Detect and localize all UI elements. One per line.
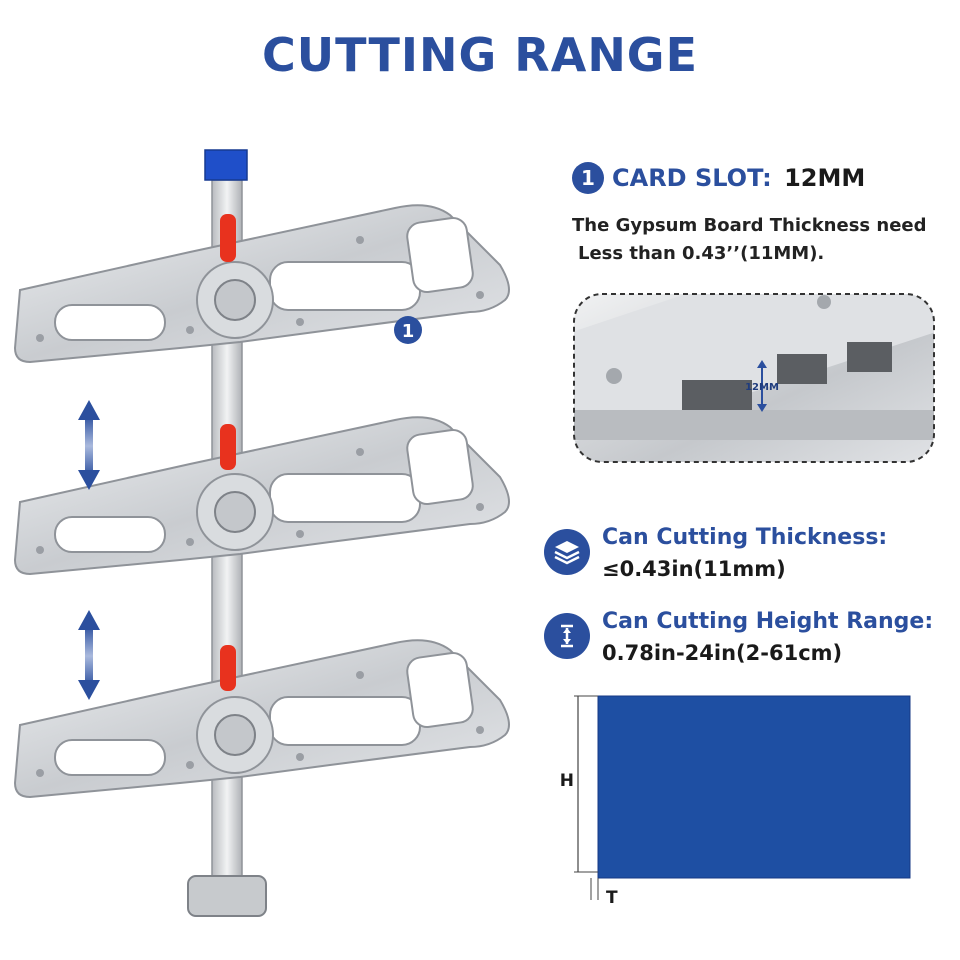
cutter-arm-top: [14, 204, 510, 363]
card-slot-closeup: 12MM: [573, 293, 935, 463]
card-slot-heading: 1 CARD SLOT: 12MM: [572, 162, 865, 194]
adjust-arrow-icon: [78, 610, 100, 700]
slot-measurement-label: 12MM: [745, 382, 779, 393]
page-title: CUTTING RANGE: [261, 28, 698, 82]
height-label: Can Cutting Height Range:: [602, 609, 934, 634]
description-line: The Gypsum Board Thickness need: [572, 215, 927, 236]
locking-handle-top: [220, 214, 236, 262]
number-badge: 1: [572, 162, 604, 194]
locking-handle-middle: [220, 424, 236, 470]
rail-end-cap: [204, 149, 248, 181]
card-slot-label: CARD SLOT:: [612, 164, 772, 192]
locking-handle-bottom: [220, 645, 236, 691]
thickness-dimension-label: T: [606, 888, 618, 908]
callout-badge: [394, 316, 422, 344]
adjust-arrow-icon: [78, 400, 100, 490]
height-range-icon: [544, 613, 590, 659]
drywall-cutter-illustration: 1: [14, 149, 510, 917]
layers-icon: [544, 529, 590, 575]
thickness-value: ≤0.43in(11mm): [602, 557, 786, 581]
callout-number: 1: [402, 321, 415, 342]
rail-base-clamp: [187, 875, 267, 917]
thickness-label: Can Cutting Thickness:: [602, 525, 888, 550]
gypsum-board: [597, 695, 911, 879]
height-dimension-label: H: [560, 771, 574, 791]
description-line: Less than 0.43’’(11MM).: [578, 243, 825, 264]
height-value: 0.78in-24in(2-61cm): [602, 641, 843, 665]
card-slot-description: The Gypsum Board Thickness need Less tha…: [572, 212, 927, 268]
card-slot-value: 12MM: [784, 164, 866, 192]
board-dimension-diagram: H T: [560, 695, 911, 908]
